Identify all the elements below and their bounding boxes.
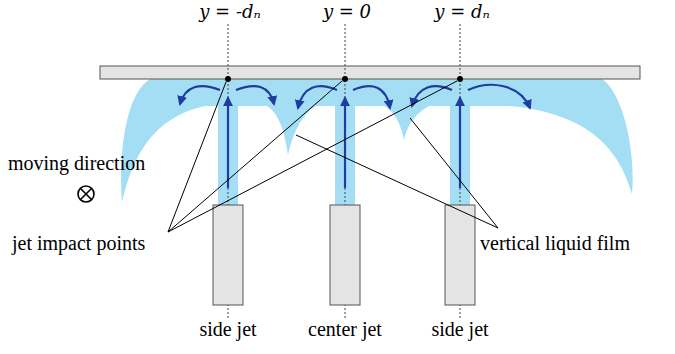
leader-line [168, 81, 498, 232]
liquid-film [121, 79, 633, 210]
axis-label: y = dₙ [432, 2, 492, 22]
axis-label: y = 0 [321, 2, 373, 22]
direction-label: moving direction [8, 152, 145, 174]
jet-label: side jet [431, 318, 488, 340]
impact-point [225, 76, 463, 82]
impingement-plate [100, 66, 640, 79]
jet-label: center jet [308, 318, 382, 340]
jet-label: side jet [199, 318, 256, 340]
nozzle [213, 205, 475, 305]
axis-label: y = -dₙ [197, 2, 263, 22]
callout-label: vertical liquid film [480, 232, 630, 254]
flow-arrow [180, 85, 530, 188]
into-page-symbol [78, 186, 94, 202]
jet-axis-lines [228, 24, 460, 318]
callout-label: jet impact points [12, 232, 145, 254]
